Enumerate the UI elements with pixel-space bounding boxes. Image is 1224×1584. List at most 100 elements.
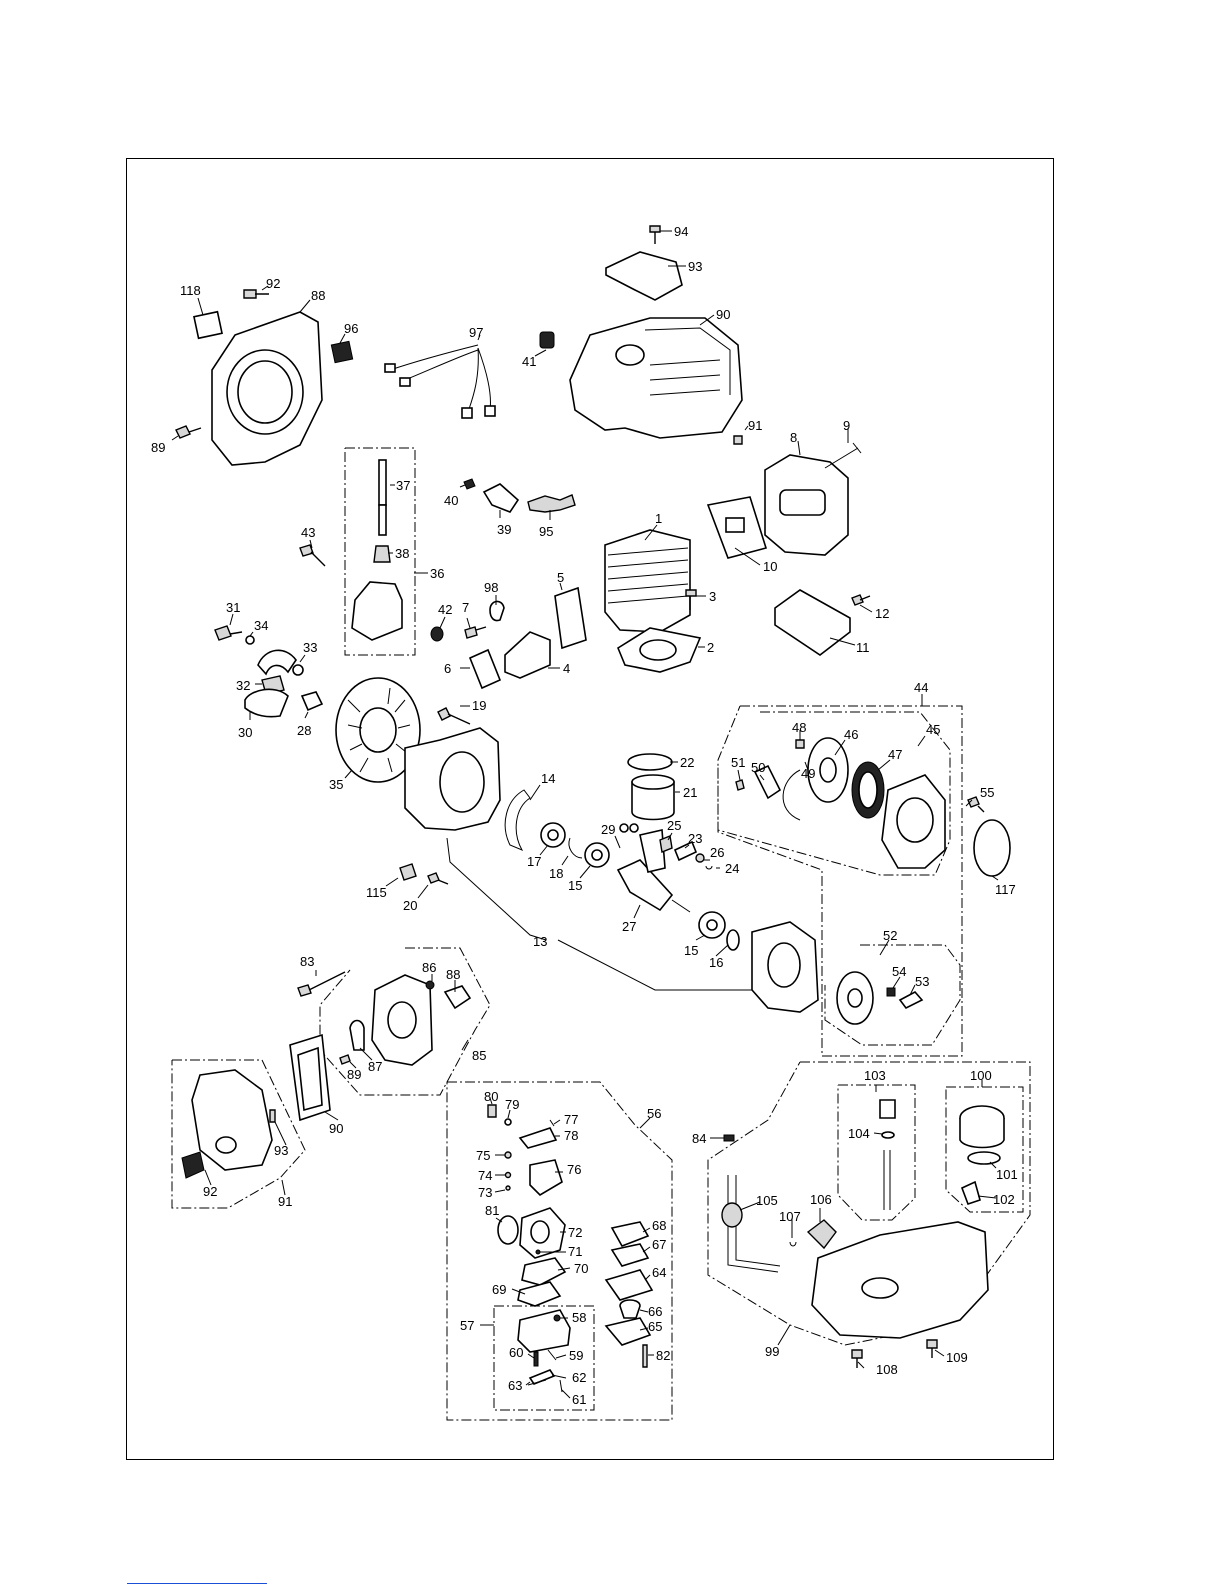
part-15-seal-b-inner	[706, 919, 718, 931]
part-114-bolt	[851, 1349, 863, 1368]
callout-73: 73	[478, 1185, 492, 1200]
callout-103: 97	[469, 325, 483, 340]
callout-108: 102	[993, 1192, 1015, 1207]
callout-45: 45	[926, 722, 940, 737]
part-2-gasket-bore	[639, 639, 677, 661]
callout-5: 5	[557, 570, 564, 585]
callout-98: 92	[266, 276, 280, 291]
callout-92: 92	[203, 1184, 217, 1199]
part-91-cover-knob-seat	[215, 1136, 237, 1154]
part-6-plate	[468, 648, 502, 690]
callout-78: 78	[564, 1128, 578, 1143]
callout-80: 80	[484, 1089, 498, 1104]
part-37-pin	[378, 459, 387, 506]
callout-114: 108	[876, 1362, 898, 1377]
callout-7: 7	[462, 600, 469, 615]
callout-74: 74	[478, 1168, 492, 1183]
part-55-screw	[967, 796, 985, 813]
part-80-screw	[487, 1104, 497, 1118]
part-31-bolt	[214, 625, 243, 641]
callout-12: 12	[875, 606, 889, 621]
callout-67: 67	[652, 1237, 666, 1252]
part-52-pulley-hub	[847, 988, 863, 1008]
callout-30: 30	[238, 725, 252, 740]
callout-111: 105	[756, 1193, 778, 1208]
part-100-screw	[649, 225, 661, 244]
part-17-bearing-inner	[547, 829, 559, 841]
part-13-crankcase-bore	[439, 751, 485, 813]
callout-3: 3	[709, 589, 716, 604]
callout-87: 87	[368, 1059, 382, 1074]
part-51-spring	[735, 779, 745, 791]
callout-18: 18	[549, 866, 563, 881]
part-118-label	[193, 310, 223, 340]
part-107-gasket	[967, 1151, 1001, 1165]
callout-19: 19	[472, 698, 486, 713]
callout-65: 65	[648, 1319, 662, 1334]
part-37-pin-lower	[378, 504, 387, 536]
callout-8: 8	[790, 430, 797, 445]
part-47-spring-inner	[858, 771, 878, 809]
group-outline-85	[319, 947, 491, 1096]
callout-20: 20	[403, 898, 417, 913]
callout-64: 64	[652, 1265, 666, 1280]
part-26-washer	[695, 853, 705, 863]
callout-47: 47	[888, 747, 902, 762]
part-36-ignition-module	[351, 581, 403, 641]
part-79-spring	[504, 1118, 512, 1126]
callout-56: 56	[647, 1106, 661, 1121]
callout-29: 29	[601, 822, 615, 837]
callout-16: 16	[709, 955, 723, 970]
part-81-gasket	[497, 1215, 519, 1245]
callout-99: 93	[688, 259, 702, 274]
part-12-screw	[851, 594, 871, 606]
part-24-clip	[705, 865, 713, 870]
callout-95: 89	[151, 440, 165, 455]
group-outline-52	[824, 944, 961, 1046]
callout-27: 27	[622, 919, 636, 934]
part-59-pin	[547, 1349, 557, 1361]
part-39-plug-boot	[482, 483, 520, 513]
callout-26: 26	[710, 845, 724, 860]
part-15-seal-inner	[591, 849, 603, 861]
part-93-clip	[269, 1109, 276, 1123]
callout-9: 9	[843, 418, 850, 433]
part-77-screw	[549, 1119, 555, 1127]
callout-75: 75	[476, 1148, 490, 1163]
callout-6: 6	[444, 661, 451, 676]
callout-84: 84	[692, 1131, 706, 1146]
callout-4: 4	[563, 661, 570, 676]
callout-2: 2	[707, 640, 714, 655]
callout-58: 58	[572, 1310, 586, 1325]
part-41-grommet	[539, 331, 555, 349]
callout-71: 71	[568, 1244, 582, 1259]
callout-118: 118	[180, 283, 201, 298]
callout-86: 86	[422, 960, 436, 975]
callout-39: 39	[497, 522, 511, 537]
callout-117: 117	[995, 882, 1016, 897]
part-105-tank-filler	[861, 1277, 899, 1299]
part-21-piston	[631, 774, 675, 821]
part-33-washer	[292, 664, 304, 676]
part-27-crankshaft	[616, 829, 691, 913]
callout-81: 81	[485, 1203, 499, 1218]
callout-90: 90	[329, 1121, 343, 1136]
part-22-ring	[627, 753, 673, 771]
callout-62: 62	[572, 1370, 586, 1385]
callout-107: 101	[996, 1167, 1018, 1182]
part-97-screw	[733, 435, 743, 445]
part-89-screw	[339, 1054, 351, 1065]
callout-43: 43	[301, 525, 315, 540]
callout-68: 68	[652, 1218, 666, 1233]
part-99-shield	[605, 251, 683, 301]
part-57-pump-body	[517, 1309, 571, 1353]
part-20-bolt	[427, 872, 449, 885]
callout-24: 24	[725, 861, 739, 876]
callout-labels: 94 93 90 118 92 88 96 97 41 89 91 8 9 37…	[151, 224, 1018, 1407]
part-25-bearing	[659, 835, 673, 853]
callout-51: 51	[731, 755, 745, 770]
part-63-lever	[527, 1379, 547, 1386]
part-102-module	[330, 340, 354, 364]
part-88-choke-lever	[443, 985, 472, 1010]
group-outline-45	[717, 711, 951, 876]
